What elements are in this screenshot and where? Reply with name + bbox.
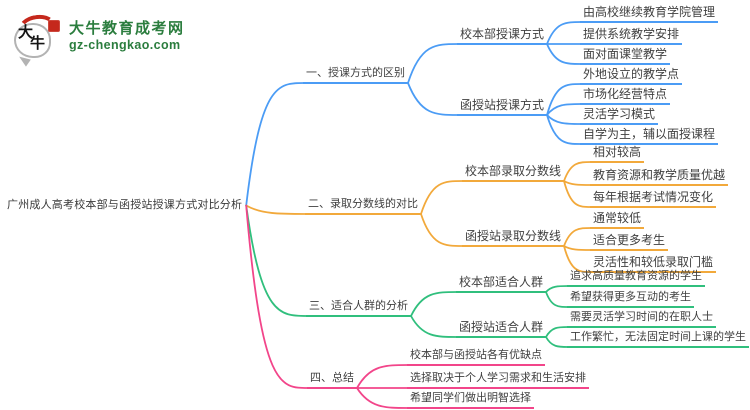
connector-curve	[407, 82, 459, 116]
connector-curve	[563, 180, 592, 186]
connector-curve	[546, 43, 582, 65]
leaf-topic[interactable]: 面对面课堂教学	[580, 47, 671, 65]
connector-curve	[545, 326, 569, 338]
connector-curve	[245, 82, 305, 207]
leaf-topic[interactable]: 教育资源和教学质量优越	[590, 168, 729, 186]
connector-curve	[356, 364, 409, 389]
leaf-topic[interactable]: 提供系统教学安排	[580, 27, 683, 45]
connector-curve	[245, 204, 307, 215]
branch-label-admission-score[interactable]: 二、录取分数线的对比	[305, 197, 421, 215]
connector-curve	[546, 103, 582, 116]
leaf-topic[interactable]: 希望获得更多互动的考生	[567, 290, 694, 308]
logo-char-niu: 牛	[30, 36, 46, 52]
connector-curve	[546, 114, 582, 145]
logo-char-da: 大	[18, 25, 34, 41]
leaf-topic[interactable]: 市场化经营特点	[580, 87, 671, 105]
logo-bubble-icon: 大 牛	[12, 12, 62, 68]
connector-curve	[356, 387, 409, 409]
leaf-topic[interactable]: 外地设立的教学点	[580, 67, 683, 85]
mindmap-root-topic[interactable]: 广州成人高考校本部与函授站授课方式对比分析	[7, 199, 243, 211]
connector-curve	[407, 43, 459, 84]
connector-curve	[563, 161, 592, 182]
subtopic-campus-people[interactable]: 校本部适合人群	[456, 275, 547, 293]
logo-text: 大牛教育成考网 gz-chengkao.com	[69, 20, 185, 53]
leaf-topic[interactable]: 需要灵活学习时间的在职人士	[567, 310, 716, 328]
branch-label-teaching-mode[interactable]: 一、授课方式的区别	[303, 66, 408, 84]
leaf-topic[interactable]: 每年根据考试情况变化	[590, 190, 717, 208]
leaf-topic[interactable]: 灵活性和较低录取门槛	[590, 255, 717, 273]
connector-curve	[546, 21, 582, 45]
site-logo: 大 牛 大牛教育成考网 gz-chengkao.com	[12, 12, 185, 68]
leaf-topic[interactable]: 自学为主，辅以面授课程	[580, 127, 719, 145]
connector-curve	[420, 180, 464, 215]
connector-curve	[245, 204, 308, 317]
subtopic-correspondence-people[interactable]: 函授站适合人群	[456, 320, 547, 338]
connector-curve	[563, 245, 592, 251]
site-domain: gz-chengkao.com	[69, 38, 181, 52]
subtopic-correspondence-teaching[interactable]: 函授站授课方式	[457, 98, 548, 116]
branch-label-summary[interactable]: 四、总结	[307, 371, 357, 389]
leaf-topic[interactable]: 相对较高	[590, 145, 645, 163]
connector-curve	[545, 285, 569, 293]
connector-curve	[546, 114, 582, 125]
connector-curve	[420, 213, 464, 247]
red-seal-icon	[48, 20, 60, 32]
leaf-topic[interactable]: 工作繁忙，无法固定时间上课的学生	[567, 330, 749, 348]
connector-curve	[563, 180, 592, 208]
connector-curve	[546, 83, 582, 116]
leaf-topic[interactable]: 校本部与函授站各有优缺点	[407, 348, 545, 366]
subtopic-correspondence-score[interactable]: 函授站录取分数线	[462, 229, 565, 247]
speech-bubble-icon: 大 牛	[14, 23, 51, 58]
leaf-topic[interactable]: 适合更多考生	[590, 233, 669, 251]
connector-curve	[410, 291, 458, 317]
connector-curve	[410, 315, 458, 338]
leaf-topic[interactable]: 通常较低	[590, 211, 645, 229]
connector-curve	[545, 336, 569, 348]
subtopic-campus-teaching[interactable]: 校本部授课方式	[457, 27, 548, 45]
bubble-tail-icon	[17, 56, 31, 68]
site-name: 大牛教育成考网	[69, 20, 185, 37]
subtopic-campus-score[interactable]: 校本部录取分数线	[462, 164, 565, 182]
branch-label-suitable-people[interactable]: 三、适合人群的分析	[306, 299, 411, 317]
connector-curve	[545, 291, 569, 308]
leaf-topic[interactable]: 选择取决于个人学习需求和生活安排	[407, 371, 589, 389]
connector-curve	[245, 204, 309, 389]
connector-curve	[563, 227, 592, 247]
leaf-topic[interactable]: 追求高质量教育资源的学生	[567, 269, 705, 287]
leaf-topic[interactable]: 由高校继续教育学院管理	[580, 5, 719, 23]
leaf-topic[interactable]: 灵活学习模式	[580, 107, 659, 125]
leaf-topic[interactable]: 希望同学们做出明智选择	[407, 391, 534, 409]
